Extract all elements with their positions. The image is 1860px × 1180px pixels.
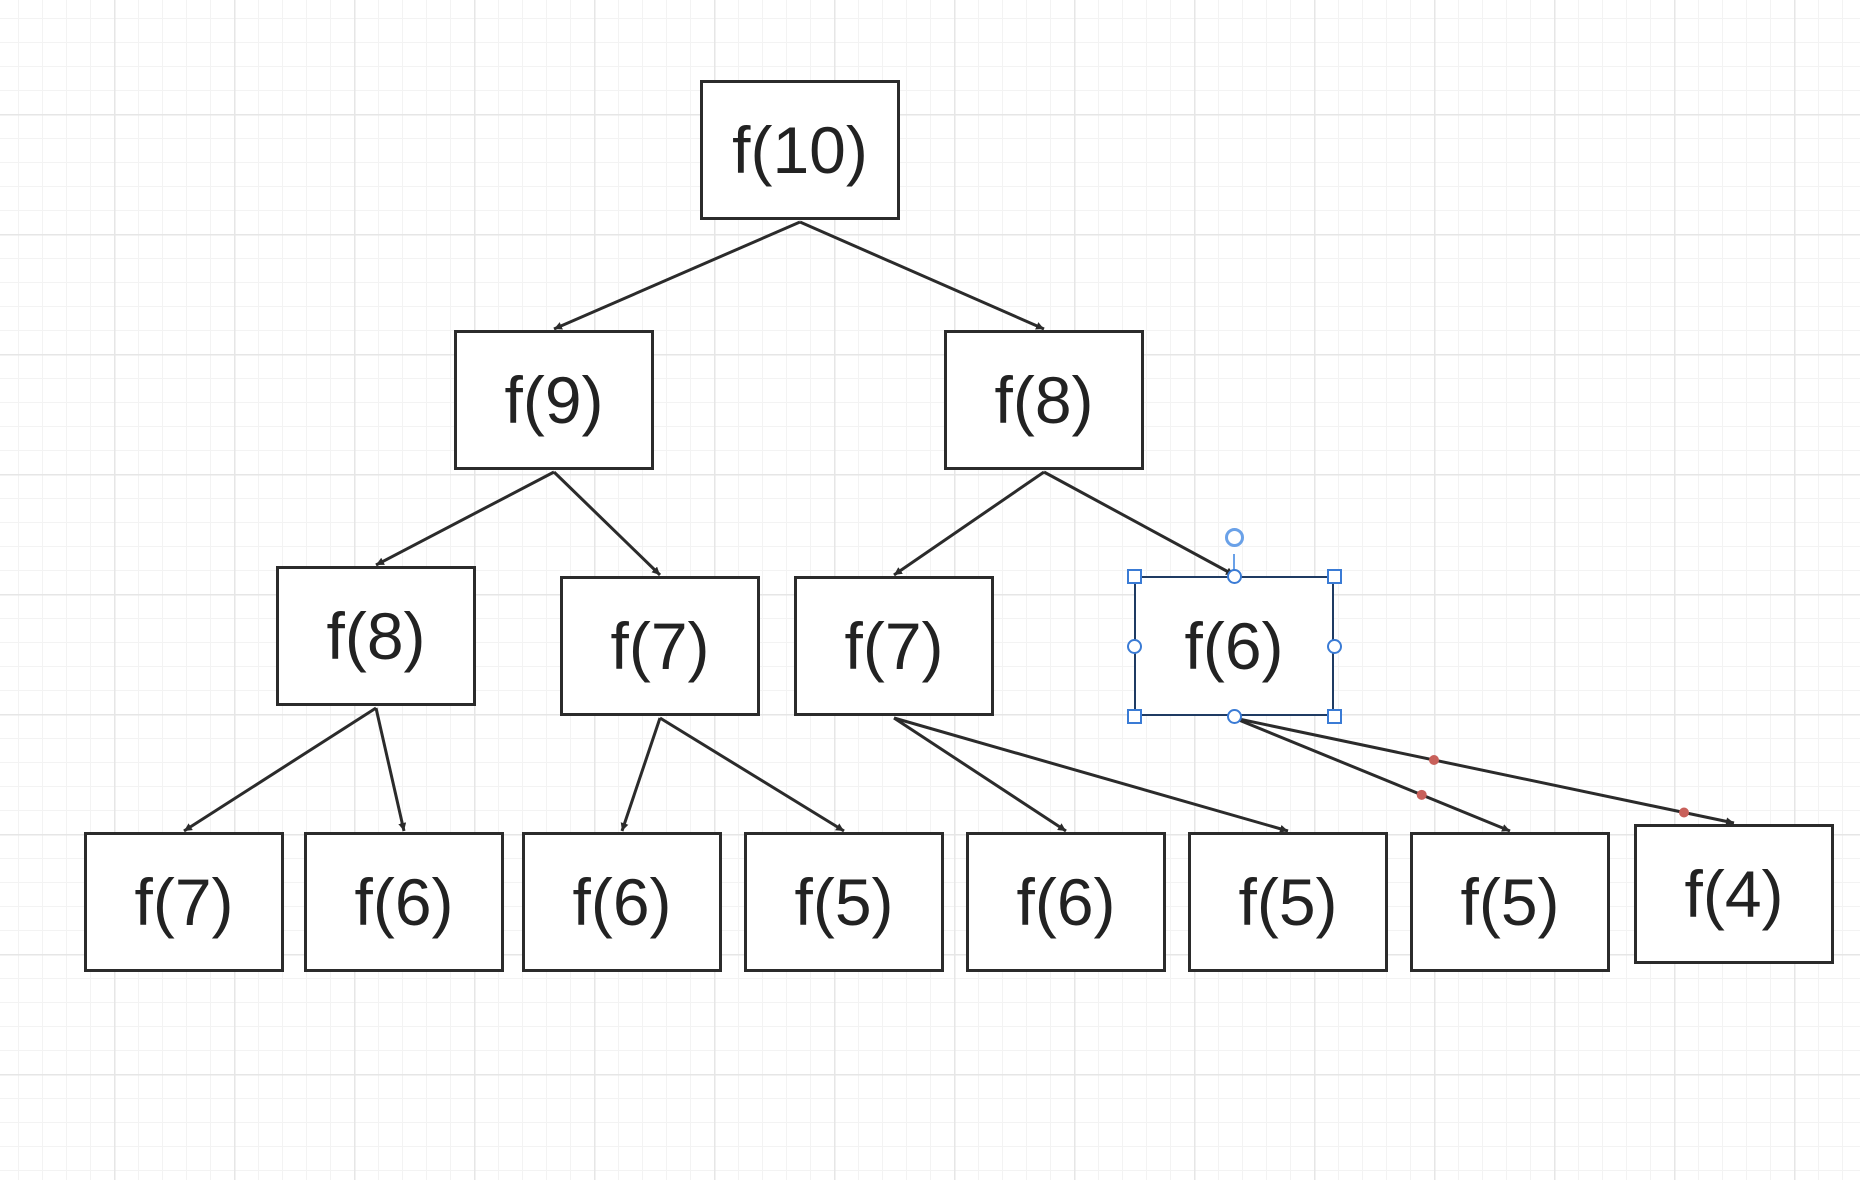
- connector-arrow[interactable]: [893, 470, 1045, 577]
- node-label: f(9): [504, 363, 604, 437]
- connect-handle-left[interactable]: [1126, 638, 1142, 654]
- resize-handle-se[interactable]: [1326, 708, 1342, 724]
- node-label: f(5): [794, 865, 894, 939]
- node[interactable]: f(5): [744, 832, 944, 972]
- connector-arrow[interactable]: [183, 706, 377, 833]
- connector-arrow[interactable]: [659, 716, 845, 833]
- node[interactable]: f(8): [944, 330, 1144, 470]
- rotate-handle-stem: [1233, 554, 1235, 575]
- node[interactable]: f(5): [1188, 832, 1388, 972]
- node-label: f(4): [1684, 857, 1784, 931]
- edge-waypoint[interactable]: [1416, 789, 1427, 800]
- resize-handle-sw[interactable]: [1126, 708, 1142, 724]
- node[interactable]: f(6): [304, 832, 504, 972]
- connect-handle-right[interactable]: [1326, 638, 1342, 654]
- node[interactable]: f(6): [522, 832, 722, 972]
- node-label: f(7): [610, 609, 710, 683]
- node-label: f(6): [1184, 609, 1284, 683]
- node-label: f(5): [1238, 865, 1338, 939]
- resize-handle-nw[interactable]: [1126, 568, 1142, 584]
- node[interactable]: f(7): [794, 576, 994, 716]
- connector-arrow[interactable]: [553, 220, 801, 331]
- node[interactable]: f(5): [1410, 832, 1610, 972]
- edge-waypoint[interactable]: [1429, 755, 1439, 765]
- node[interactable]: f(10): [700, 80, 900, 220]
- connector-arrow[interactable]: [552, 470, 662, 577]
- node[interactable]: f(6): [966, 832, 1166, 972]
- connector-arrow[interactable]: [1233, 716, 1735, 826]
- connector-arrow[interactable]: [1043, 470, 1235, 577]
- node[interactable]: f(7): [560, 576, 760, 716]
- connector-arrow[interactable]: [620, 717, 662, 832]
- connect-handle-top[interactable]: [1226, 568, 1242, 584]
- node-label: f(6): [572, 865, 672, 939]
- connector-arrow[interactable]: [375, 470, 555, 567]
- node-label: f(7): [844, 609, 944, 683]
- node-label: f(5): [1460, 865, 1560, 939]
- node-selected[interactable]: f(6): [1134, 576, 1334, 716]
- connector-arrow[interactable]: [893, 716, 1289, 833]
- connector-arrow[interactable]: [374, 707, 407, 832]
- node[interactable]: f(9): [454, 330, 654, 470]
- node-label: f(7): [134, 865, 234, 939]
- rotate-handle[interactable]: [1224, 528, 1244, 547]
- node-label: f(8): [326, 599, 426, 673]
- connector-arrow[interactable]: [893, 716, 1067, 833]
- node-label: f(6): [1016, 865, 1116, 939]
- node-label: f(6): [354, 865, 454, 939]
- node-label: f(8): [994, 363, 1094, 437]
- node[interactable]: f(4): [1634, 824, 1834, 964]
- node-label: f(10): [732, 113, 868, 187]
- connect-handle-bottom[interactable]: [1226, 708, 1242, 724]
- edge-waypoint[interactable]: [1679, 807, 1689, 818]
- node[interactable]: f(7): [84, 832, 284, 972]
- connector-arrow[interactable]: [1233, 716, 1511, 833]
- node[interactable]: f(8): [276, 566, 476, 706]
- resize-handle-ne[interactable]: [1326, 568, 1342, 584]
- connector-arrow[interactable]: [799, 220, 1045, 331]
